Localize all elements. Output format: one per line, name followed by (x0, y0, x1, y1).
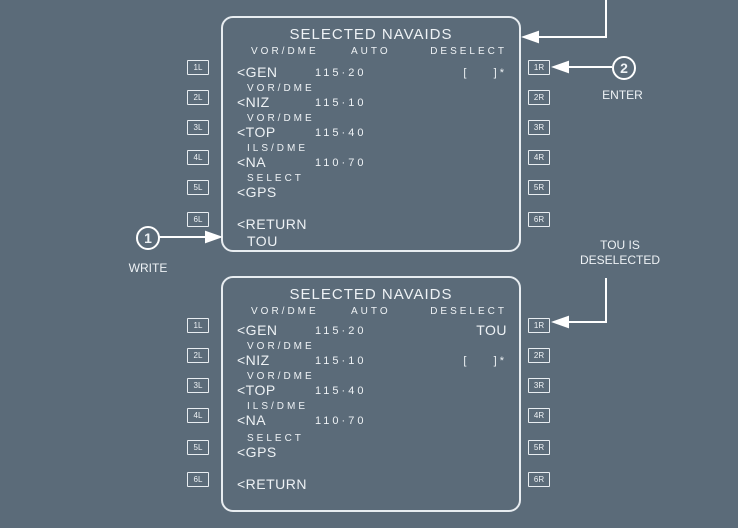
navaid-0-select[interactable]: <GEN (237, 322, 278, 338)
lsk-5l[interactable]: 5L (187, 180, 209, 195)
lsk-6l[interactable]: 6L (187, 472, 209, 487)
lsk-3l[interactable]: 3L (187, 378, 209, 393)
step-1-marker: 1 (136, 226, 160, 250)
deselect-field[interactable]: TOU (476, 322, 507, 338)
row-label: VOR/DME (247, 341, 315, 352)
row-label: ILS/DME (247, 143, 309, 154)
deselect-field[interactable]: [ ]* (463, 67, 507, 79)
lsk-4l[interactable]: 4L (187, 408, 209, 423)
row-label: ILS/DME (247, 401, 309, 412)
lsk-2l[interactable]: 2L (187, 348, 209, 363)
navaid-1-select[interactable]: <NIZ (237, 94, 270, 110)
deselected-label-line2: DESELECTED (579, 253, 661, 267)
lsk-6l[interactable]: 6L (187, 212, 209, 227)
lsk-2r[interactable]: 2R (528, 90, 550, 105)
frequency: 115·10 (315, 355, 367, 367)
lsk-3r[interactable]: 3R (528, 378, 550, 393)
navaid-4-select[interactable]: <GPS (237, 444, 277, 460)
header-auto: AUTO (351, 46, 391, 57)
page-title: SELECTED NAVAIDS (289, 286, 453, 303)
navaid-5-select[interactable]: <RETURN (237, 476, 308, 492)
lsk-5l[interactable]: 5L (187, 440, 209, 455)
navaid-0-select[interactable]: <GEN (237, 64, 278, 80)
lsk-3r[interactable]: 3R (528, 120, 550, 135)
row-label: VOR/DME (247, 83, 315, 94)
row-label: VOR/DME (247, 113, 315, 124)
write-label: WRITE (128, 261, 168, 275)
navaid-4-select[interactable]: <GPS (237, 184, 277, 200)
enter-label: ENTER (602, 88, 643, 102)
frequency: 110·70 (315, 415, 367, 427)
navaid-3-select[interactable]: <NA (237, 412, 267, 428)
frequency: 115·40 (315, 385, 367, 397)
frequency: 115·10 (315, 97, 367, 109)
lsk-1r[interactable]: 1R (528, 318, 550, 333)
navaid-3-select[interactable]: <NA (237, 154, 267, 170)
scratchpad[interactable]: TOU (247, 233, 278, 249)
frequency: 115·40 (315, 127, 367, 139)
lsk-4l[interactable]: 4L (187, 150, 209, 165)
navaid-2-select[interactable]: <TOP (237, 124, 276, 140)
navaid-2-select[interactable]: <TOP (237, 382, 276, 398)
header-auto: AUTO (351, 306, 391, 317)
lsk-4r[interactable]: 4R (528, 150, 550, 165)
navaid-1-select[interactable]: <NIZ (237, 352, 270, 368)
mcdu-screen: SELECTED NAVAIDS VOR/DME AUTO DESELECT <GEN 1… (221, 16, 521, 252)
lsk-1r[interactable]: 1R (528, 60, 550, 75)
row-label: SELECT (247, 433, 304, 444)
frequency: 115·20 (315, 67, 367, 79)
frequency: 110·70 (315, 157, 367, 169)
lsk-5r[interactable]: 5R (528, 440, 550, 455)
header-deselect: DESELECT (430, 46, 507, 57)
deselect-field[interactable]: [ ]* (463, 355, 507, 367)
lsk-2r[interactable]: 2R (528, 348, 550, 363)
header-label: VOR/DME (251, 46, 319, 57)
lsk-3l[interactable]: 3L (187, 120, 209, 135)
lsk-4r[interactable]: 4R (528, 408, 550, 423)
lsk-1l[interactable]: 1L (187, 318, 209, 333)
lsk-5r[interactable]: 5R (528, 180, 550, 195)
step-2-marker: 2 (612, 56, 636, 80)
mcdu-screen: SELECTED NAVAIDS VOR/DME AUTO DESELECT <GEN 1… (221, 276, 521, 512)
row-label: VOR/DME (247, 371, 315, 382)
page-title: SELECTED NAVAIDS (289, 26, 453, 43)
header-label: VOR/DME (251, 306, 319, 317)
frequency: 115·20 (315, 325, 367, 337)
lsk-2l[interactable]: 2L (187, 90, 209, 105)
navaid-5-select[interactable]: <RETURN (237, 216, 308, 232)
row-label: SELECT (247, 173, 304, 184)
lsk-6r[interactable]: 6R (528, 212, 550, 227)
deselected-label-line1: TOU IS (600, 238, 640, 252)
lsk-6r[interactable]: 6R (528, 472, 550, 487)
lsk-1l[interactable]: 1L (187, 60, 209, 75)
header-deselect: DESELECT (430, 306, 507, 317)
